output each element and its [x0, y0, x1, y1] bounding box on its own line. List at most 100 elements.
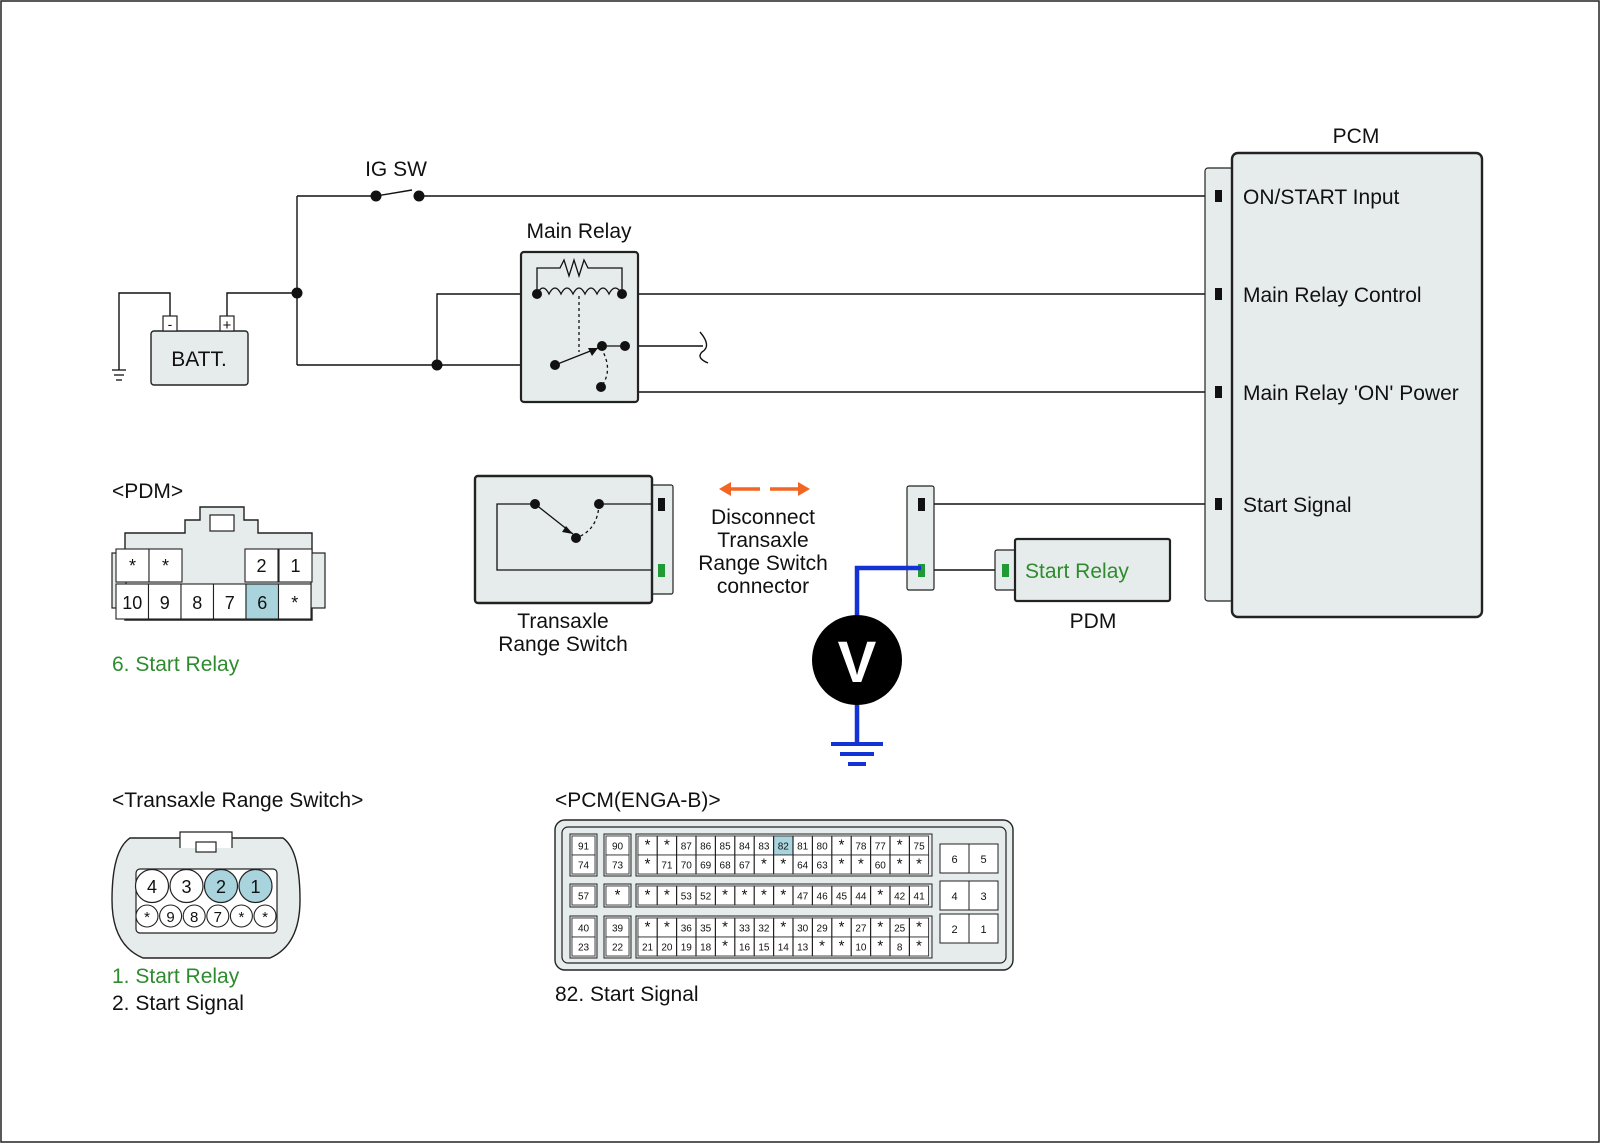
pcm-pin-label: * [839, 919, 845, 936]
pcm-pin-label: 3 [980, 891, 986, 903]
pdm-pin-label: * [291, 593, 298, 613]
pcm-pin-label: 77 [875, 842, 887, 853]
pcm-pin [773, 936, 794, 957]
pcm-pin-label: 40 [578, 924, 590, 935]
disconnect-note: Transaxle [717, 529, 808, 552]
pdm-cell [180, 583, 215, 620]
pcm-pin-label: 85 [720, 842, 732, 853]
pcm-pin-label: * [839, 856, 845, 873]
pcm-pin-label: 15 [758, 943, 770, 954]
pcm-pin-label: 74 [578, 861, 590, 872]
pcm-pin-label: 42 [894, 892, 906, 903]
transaxle-pin [182, 904, 206, 928]
pcm-pin [676, 854, 697, 875]
pcm-pin-label: * [877, 938, 883, 955]
inline-pin-signal [918, 498, 925, 511]
pcm-pin-label: * [780, 919, 786, 936]
transaxle-latch [195, 841, 217, 853]
pcm-pin-label: * [877, 919, 883, 936]
transaxle-box [473, 474, 654, 605]
start-relay-label: Start Relay [1025, 560, 1129, 583]
pcm-pin-label: * [916, 919, 922, 936]
transaxle-pin-label: 9 [166, 909, 174, 926]
transaxle-pin [159, 904, 183, 928]
pcm-pin-label: 64 [797, 861, 809, 872]
pcm-pin-label: 78 [855, 842, 867, 853]
pcm-pin-label: * [761, 887, 767, 904]
inline-connector [906, 485, 935, 591]
pcm-pin [831, 854, 852, 875]
battery-ground-symbol [112, 369, 126, 381]
transaxle-range-switch: Transaxle Range Switch [473, 474, 674, 656]
pdm-latch [209, 514, 235, 532]
voltmeter: V [812, 565, 921, 766]
pcm-pin-label: 36 [681, 924, 693, 935]
pcm-pin-label: 68 [720, 861, 732, 872]
relay-arrowhead [588, 348, 598, 356]
pcm-pin-label: 25 [894, 924, 906, 935]
start-relay: Start Relay PDM [994, 537, 1172, 633]
pcm-pin-label: Start Signal [1243, 494, 1352, 517]
transaxle-pin-label: * [238, 909, 244, 926]
pcm-pin-label: 71 [661, 861, 673, 872]
pcm-pin [870, 885, 891, 906]
pcm-pin-label: 41 [914, 892, 926, 903]
pcm-pin-label: * [897, 856, 903, 873]
transaxle-pin-label: * [262, 909, 268, 926]
pcm-pin [637, 854, 658, 875]
transaxle-pin-label: 2 [216, 877, 226, 897]
pcm-pin-main-relay-on-power [1215, 386, 1222, 398]
pcm-pin [734, 936, 755, 957]
relay-resistor [536, 257, 623, 294]
pcm-pin-label: 10 [855, 943, 867, 954]
transaxle-note: 1. Start Relay [112, 965, 240, 988]
battery-positive-wire [226, 292, 297, 316]
disconnect-note: Disconnect [711, 506, 815, 529]
pcm-pin-start-signal [1215, 498, 1222, 510]
pcm-pin-label: Main Relay Control [1243, 284, 1422, 307]
pcm-pin-label: 32 [758, 924, 770, 935]
pcm-pin [571, 936, 596, 957]
pdm-pin-label: 9 [160, 593, 170, 613]
pdm-cell [244, 548, 279, 583]
pcm-pin-label: 19 [681, 943, 693, 954]
battery-body [150, 330, 249, 386]
transaxle-pin [206, 904, 230, 928]
pcm-pin-label: * [839, 938, 845, 955]
pcm-pin [831, 936, 852, 957]
pcm-pin-label: 81 [797, 842, 809, 853]
pcm-pin-label: 8 [897, 943, 903, 954]
pcm-pin-label: 29 [817, 924, 829, 935]
pcm-pin [715, 854, 735, 875]
pcm-pin-label: 90 [612, 842, 624, 853]
pcm-pin-label: 18 [700, 943, 712, 954]
pcm-pin-label: 70 [681, 861, 693, 872]
relay-nodes [532, 289, 630, 392]
pdm-pin-label: 10 [122, 593, 142, 613]
wire-break-mark [699, 331, 709, 364]
pcm-pin-label: 87 [681, 842, 693, 853]
pcm-pin-label: 83 [758, 842, 770, 853]
transaxle-pin-label: 1 [250, 877, 260, 897]
transaxle-pin-label: 3 [181, 877, 191, 897]
pcm-pin-label: 82 [778, 842, 790, 853]
pcm-pin-label: 86 [700, 842, 712, 853]
pcm-module: PCM ON/START Input Main Relay Control Ma… [1204, 125, 1484, 619]
pdm-cell [115, 548, 150, 583]
pcm-connector-note: 82. Start Signal [555, 983, 699, 1006]
pcm-pin [676, 936, 697, 957]
start-relay-pin [1002, 564, 1009, 577]
pcm-pin-label: 22 [612, 943, 624, 954]
pcm-pin [734, 885, 755, 906]
pcm-side-pin [939, 843, 970, 874]
pcm-pin-label: * [645, 837, 651, 854]
start-relay-box [1013, 537, 1172, 603]
pcm-pin-label: 4 [951, 891, 957, 903]
pcm-pin-label: * [722, 887, 728, 904]
transaxle-pin-label: 4 [147, 877, 157, 897]
battery-plus-sign: + [223, 317, 232, 334]
pcm-box [1230, 151, 1484, 619]
pcm-pin [676, 885, 697, 906]
